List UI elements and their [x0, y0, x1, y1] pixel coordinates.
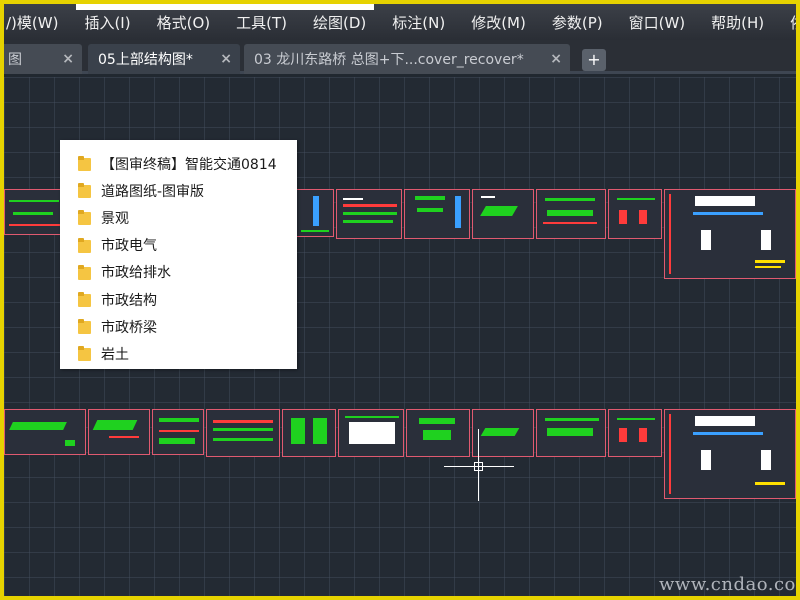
drawing-sheet [152, 409, 204, 455]
crosshair-vertical [478, 429, 479, 501]
drawing-sheet [608, 189, 662, 239]
folder-label: 市政结构 [101, 292, 157, 309]
tab-label: 图 [8, 52, 22, 68]
folder-item[interactable]: 市政桥梁 [60, 313, 297, 340]
drawing-sheet [472, 189, 534, 239]
folder-icon [78, 210, 91, 226]
close-icon[interactable]: × [62, 51, 74, 67]
folder-icon [78, 156, 91, 172]
drawing-sheet [296, 189, 334, 237]
crosshair-cursor-icon [444, 429, 514, 501]
drawing-sheet [536, 409, 606, 457]
drawing-sheet [664, 189, 796, 279]
folder-icon [78, 264, 91, 280]
title-strip [76, 4, 374, 10]
folder-label: 市政给排水 [101, 265, 171, 282]
menu-bar: /)模(W) 插入(I) 格式(O) 工具(T) 绘图(D) 标注(N) 修改(… [4, 4, 796, 40]
folder-label: 【图审终稿】智能交通0814 [101, 156, 277, 173]
folder-icon [78, 292, 91, 308]
menu-item-format[interactable]: 格式(O) [156, 13, 211, 32]
tab-label: 03 龙川东路桥 总图+下...cover_recover* [254, 52, 524, 68]
drawing-sheet [406, 409, 470, 457]
folder-item[interactable]: 岩土 [60, 340, 297, 367]
crosshair-horizontal [444, 466, 514, 467]
folder-item[interactable]: 道路图纸-图审版 [60, 177, 297, 204]
menu-item-window[interactable]: 窗口(W) [628, 13, 686, 32]
menu-item-parametric[interactable]: 参数(P) [551, 13, 603, 32]
folder-label: 景观 [101, 210, 129, 227]
menu-item-tools[interactable]: 工具(T) [236, 13, 287, 32]
tab-bridge-general[interactable]: 03 龙川东路桥 总图+下...cover_recover* × [244, 44, 570, 74]
folder-label: 道路图纸-图审版 [101, 183, 205, 200]
menu-item-plugin-yiyun[interactable]: 依云 [777, 12, 796, 33]
folder-label: 市政桥梁 [101, 319, 157, 336]
folder-item[interactable]: 市政给排水 [60, 259, 297, 286]
menu-item-view[interactable]: /)模(W) [6, 13, 59, 32]
folder-item[interactable]: 市政结构 [60, 286, 297, 313]
drawing-sheet [88, 409, 150, 455]
drawing-sheet [404, 189, 470, 239]
close-icon[interactable]: × [550, 51, 562, 67]
menu-item-help[interactable]: 帮助(H) [711, 13, 765, 32]
new-tab-button[interactable]: + [582, 49, 606, 71]
menu-item-dimension[interactable]: 标注(N) [392, 13, 446, 32]
drawing-sheet [536, 189, 606, 239]
menu-item-draw[interactable]: 绘图(D) [312, 13, 367, 32]
folder-icon [78, 237, 91, 253]
drawing-sheet [4, 409, 86, 455]
folder-label: 岩土 [101, 346, 129, 363]
pickbox [474, 462, 483, 471]
drawing-sheet [206, 409, 280, 457]
menu-item-modify[interactable]: 修改(M) [471, 13, 526, 32]
watermark: www.cndao.com [659, 574, 800, 595]
tab-drawing-previous[interactable]: 图 × [4, 44, 82, 74]
drawing-sheet [608, 409, 662, 457]
folder-label: 市政电气 [101, 238, 157, 255]
drawing-sheet [336, 189, 402, 239]
drawing-sheet [282, 409, 336, 457]
folder-icon [78, 183, 91, 199]
menu-item-insert[interactable]: 插入(I) [84, 13, 131, 32]
folder-item[interactable]: 景观 [60, 204, 297, 231]
folder-icon [78, 346, 91, 362]
drawing-sheet [338, 409, 404, 457]
tab-label: 05上部结构图* [98, 52, 193, 68]
drawing-sheet [4, 189, 64, 235]
folder-icon [78, 319, 91, 335]
close-icon[interactable]: × [220, 51, 232, 67]
tab-superstructure[interactable]: 05上部结构图* × [88, 44, 240, 74]
document-tab-bar: 图 × 05上部结构图* × 03 龙川东路桥 总图+下...cover_rec… [4, 40, 796, 74]
folder-list-popup: 【图审终稿】智能交通0814 道路图纸-图审版 景观 市政电气 市政给排水 市政… [60, 140, 297, 369]
drawing-sheet [664, 409, 796, 499]
drawing-sheet [472, 409, 534, 457]
folder-item[interactable]: 市政电气 [60, 232, 297, 259]
folder-item[interactable]: 【图审终稿】智能交通0814 [60, 150, 297, 177]
